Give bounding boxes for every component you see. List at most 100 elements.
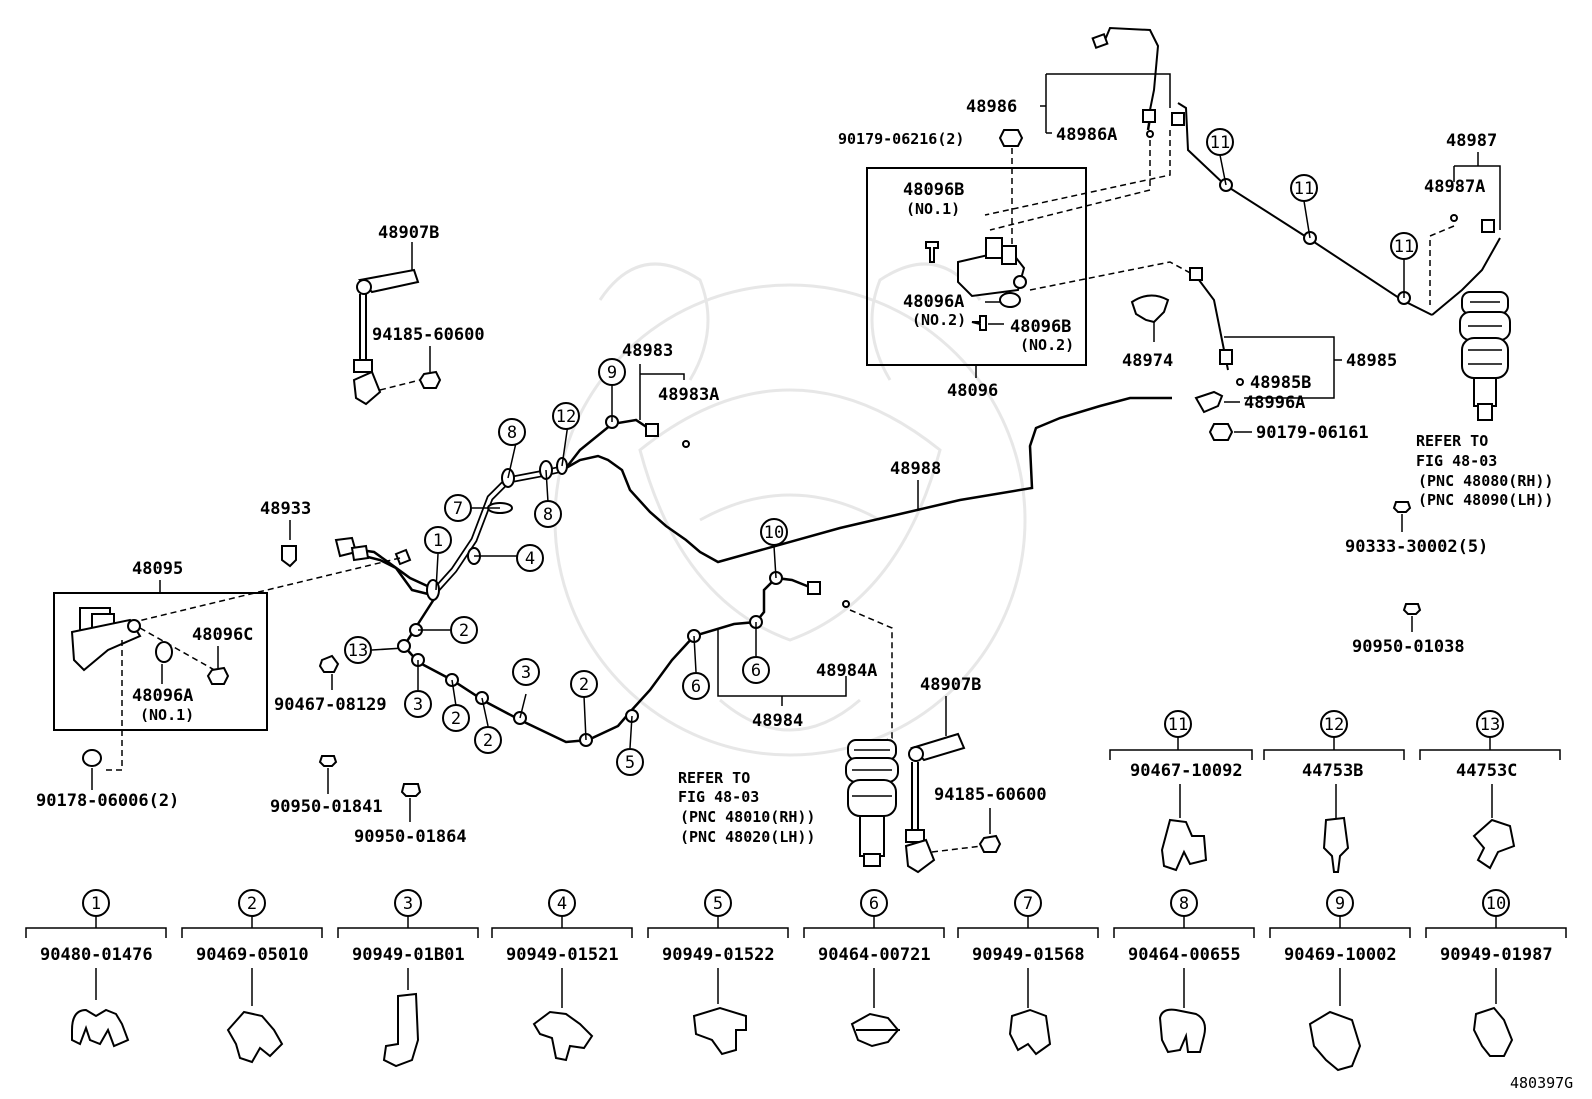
o-ring-48984A <box>842 600 850 608</box>
refer-rear-line2: FIG 48-03 <box>1416 452 1497 470</box>
clamp-icon <box>382 992 420 1068</box>
o-ring-48985B <box>1236 378 1244 386</box>
label-48907B-bottom: 48907B <box>920 675 981 695</box>
bubble-11: 11 <box>1210 133 1230 153</box>
nut-icon <box>206 666 230 685</box>
legend-row-1: 11 90467-10092 12 44753B 13 44753C <box>1109 710 1561 873</box>
clamp-icon <box>692 1006 747 1056</box>
bubble-4: 4 <box>525 549 535 569</box>
label-48985: 48985 <box>1346 351 1397 371</box>
legend-num-9: 9 <box>1335 894 1345 914</box>
legend-part-90949-01987: 90949-01987 <box>1440 945 1553 965</box>
legend-part-90469-10002: 90469-10002 <box>1284 945 1397 965</box>
dash-link <box>379 379 421 391</box>
label-48983: 48983 <box>622 341 673 361</box>
bubble-6: 6 <box>751 661 761 681</box>
label-48096C: 48096C <box>192 625 253 645</box>
label-90950-01841: 90950-01841 <box>270 797 383 817</box>
bubble-2: 2 <box>483 731 493 751</box>
label-48095: 48095 <box>132 559 183 579</box>
bubble-7: 7 <box>453 499 463 519</box>
legend-part-90469-05010: 90469-05010 <box>196 945 309 965</box>
fitting-48987A <box>1481 219 1495 233</box>
bolt-icon <box>971 315 987 331</box>
nut-icon <box>1208 423 1234 441</box>
bubble-6: 6 <box>691 677 701 697</box>
dash-link <box>989 140 1151 231</box>
clamp-icon <box>226 1010 284 1064</box>
bracket-48996A-icon <box>1194 390 1224 414</box>
bubble-8: 8 <box>507 423 517 443</box>
legend-num-6: 6 <box>869 894 879 914</box>
legend-num-10: 10 <box>1486 894 1506 914</box>
legend-part-90949-01568: 90949-01568 <box>972 945 1085 965</box>
label-no2-a: (NO.2) <box>912 311 966 329</box>
fitting-48987-top <box>1171 112 1185 126</box>
label-48096A-no2: 48096A <box>903 292 964 312</box>
clamp-icon <box>1472 1006 1514 1057</box>
leader-48983 <box>639 364 685 420</box>
legend-part-90949-01522: 90949-01522 <box>662 945 775 965</box>
label-90467-08129: 90467-08129 <box>274 695 387 715</box>
diagram-id: 480397G <box>1510 1074 1573 1092</box>
bubble-2: 2 <box>451 709 461 729</box>
legend-num-5: 5 <box>713 894 723 914</box>
leader-48985 <box>1224 336 1342 399</box>
fitting-48984 <box>807 581 821 595</box>
label-no1-b: (NO.1) <box>140 706 194 724</box>
bubble-2: 2 <box>579 675 589 695</box>
clamp-points <box>397 415 783 747</box>
fitting-48983 <box>645 423 659 437</box>
legend-part-90464-00655: 90464-00655 <box>1128 945 1241 965</box>
nut-icon <box>318 654 340 673</box>
fitting-48986-bottom <box>1142 109 1156 123</box>
pipe-48986 <box>1104 26 1160 119</box>
label-48983A: 48983A <box>658 385 719 405</box>
clamp-icon <box>1158 1008 1206 1054</box>
refer-rear-line1: REFER TO <box>1416 432 1488 450</box>
leader-48986 <box>1040 73 1171 134</box>
o-ring-48986A <box>1146 130 1154 138</box>
pipe-48987a <box>1431 237 1501 316</box>
legend-part-90480-01476: 90480-01476 <box>40 945 153 965</box>
legend-num-12: 12 <box>1324 715 1344 735</box>
refer-front-line2: FIG 48-03 <box>678 788 759 806</box>
clamp-icon <box>1472 818 1516 870</box>
leader-48984 <box>717 630 847 706</box>
clamp-icon <box>1308 1010 1362 1072</box>
dash-link <box>104 640 123 771</box>
bubble-11: 11 <box>1294 179 1314 199</box>
legend-part-90464-00721: 90464-00721 <box>818 945 931 965</box>
link-rod-icon <box>904 732 966 874</box>
o-ring-48987A <box>1450 214 1458 222</box>
clamp-icon <box>71 1008 130 1048</box>
label-90179-06161: 90179-06161 <box>1256 423 1369 443</box>
legend-num-4: 4 <box>557 894 567 914</box>
dash-link <box>1429 225 1455 305</box>
label-no2-b: (NO.2) <box>1020 336 1074 354</box>
dash-link <box>133 557 401 623</box>
label-48096B-no2: 48096B <box>1010 317 1071 337</box>
legend-num-13: 13 <box>1480 715 1500 735</box>
label-48987: 48987 <box>1446 131 1497 151</box>
clamp-icon <box>532 1010 594 1062</box>
legend-row-2: 1 90480-01476 2 90469-05010 3 90949-01B0… <box>25 889 1567 1072</box>
refer-rear-line3: (PNC 48080(RH)) <box>1418 472 1553 490</box>
label-90333-30002: 90333-30002(5) <box>1345 537 1488 557</box>
label-48984: 48984 <box>752 711 803 731</box>
label-48987A: 48987A <box>1424 177 1485 197</box>
bubble-10: 10 <box>764 523 784 543</box>
pipe-48988 <box>565 396 1172 564</box>
bolt-icon <box>400 783 422 797</box>
watermark-emblem-icon <box>553 262 1027 757</box>
label-48096B-no1: 48096B <box>903 180 964 200</box>
legend-num-7: 7 <box>1023 894 1033 914</box>
bushing-icon <box>155 641 173 663</box>
legend-part-44753C: 44753C <box>1456 761 1517 781</box>
nut-icon <box>418 370 442 389</box>
label-48984A: 48984A <box>816 661 877 681</box>
bubble-3: 3 <box>521 663 531 683</box>
legend-part-90467-10092: 90467-10092 <box>1130 761 1243 781</box>
dash-link <box>931 845 983 853</box>
